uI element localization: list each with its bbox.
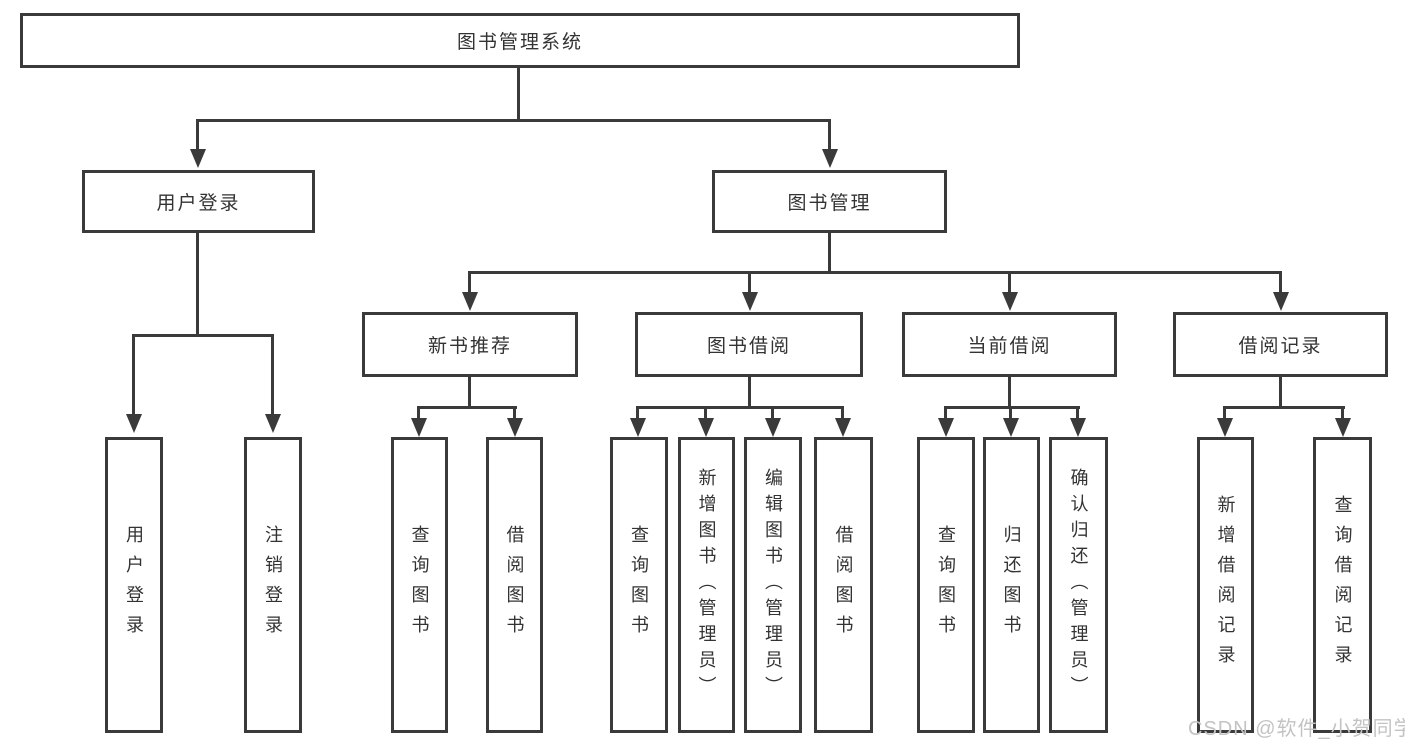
- connector-newrec-trunk: [468, 377, 471, 409]
- leaf-bb-add-books-admin: 新增图书（管理员）: [678, 437, 735, 733]
- leaf-cb-confirm-return-admin: 确认归还（管理员）: [1049, 437, 1108, 733]
- leaf-newrec-borrow-books: 借阅图书: [486, 437, 543, 733]
- connector-arrow-user-login: [196, 119, 199, 149]
- csdn-watermark: CSDN @软件_小贺同学: [1188, 718, 1405, 740]
- connector-arrow-cb-query: [944, 406, 947, 418]
- connector-bookmgmt-hbar: [468, 271, 1282, 274]
- leaf-newrec-query-books: 查询图书: [391, 437, 448, 733]
- node-user-login: 用户登录: [82, 170, 315, 233]
- node-label: 图书管理系统: [456, 32, 583, 53]
- node-book-borrowing: 图书借阅: [635, 312, 863, 377]
- leaf-label: 查询图书: [629, 525, 649, 645]
- connector-arrow-logout-leaf: [271, 334, 274, 414]
- connector-arrow-bb-query: [636, 406, 639, 418]
- connector-arrow-login-leaf: [132, 334, 135, 414]
- leaf-cb-return-books: 归还图书: [983, 437, 1040, 733]
- leaf-user-login: 用户登录: [105, 437, 163, 733]
- connector-arrow-borrow-record: [1279, 271, 1282, 292]
- leaf-bb-query-books: 查询图书: [610, 437, 668, 733]
- node-label: 用户登录: [156, 193, 241, 214]
- connector-arrow-bb-edit: [771, 406, 774, 418]
- leaf-label: 注销登录: [263, 525, 283, 645]
- node-label: 借阅记录: [1238, 336, 1323, 357]
- connector-arrow-cb-confirm: [1076, 406, 1079, 418]
- connector-arrow-new-rec: [468, 271, 471, 292]
- leaf-bb-borrow-books: 借阅图书: [814, 437, 873, 733]
- connector-arrow-br-query: [1341, 406, 1344, 418]
- connector-currentborrow-trunk: [1008, 377, 1011, 409]
- leaf-cb-query-books: 查询图书: [917, 437, 975, 733]
- leaf-label: 查询图书: [409, 525, 430, 645]
- node-borrowing-records: 借阅记录: [1173, 312, 1388, 377]
- connector-userlogin-trunk: [196, 233, 199, 337]
- connector-arrow-bb-borrow: [841, 406, 844, 418]
- leaf-label: 确认归还（管理员）: [1068, 468, 1089, 702]
- leaf-label: 新增图书（管理员）: [696, 468, 717, 702]
- node-label: 图书借阅: [706, 336, 791, 357]
- leaf-label: 借阅图书: [833, 525, 854, 645]
- leaf-label: 查询图书: [936, 525, 956, 645]
- node-book-management: 图书管理: [712, 170, 947, 233]
- connector-currentborrow-hbar: [944, 406, 1080, 409]
- connector-root-hbar: [196, 119, 831, 122]
- connector-arrow-newrec-query: [417, 406, 420, 418]
- connector-newrec-hbar: [417, 406, 517, 409]
- connector-bookborrow-hbar: [636, 406, 844, 409]
- connector-arrow-current-borrow: [1008, 271, 1011, 292]
- connector-bookmgmt-trunk: [828, 233, 831, 274]
- leaf-label: 查询借阅记录: [1332, 495, 1353, 675]
- node-library-management-system: 图书管理系统: [20, 13, 1020, 68]
- leaf-label: 编辑图书（管理员）: [763, 468, 783, 702]
- node-new-book-recommend: 新书推荐: [362, 312, 578, 377]
- connector-borrowrecord-hbar: [1223, 406, 1345, 409]
- connector-borrowrecord-trunk: [1279, 377, 1282, 409]
- connector-userlogin-hbar: [132, 334, 274, 337]
- node-label: 图书管理: [787, 193, 872, 214]
- connector-arrow-cb-return: [1009, 406, 1012, 418]
- connector-arrow-br-add: [1223, 406, 1226, 418]
- node-label: 当前借阅: [967, 336, 1052, 357]
- leaf-br-query-record: 查询借阅记录: [1313, 437, 1372, 733]
- connector-root-trunk: [517, 66, 520, 121]
- leaf-logout: 注销登录: [244, 437, 302, 733]
- connector-arrow-book-borrow: [748, 271, 751, 292]
- leaf-label: 借阅图书: [504, 525, 525, 645]
- leaf-bb-edit-books-admin: 编辑图书（管理员）: [744, 437, 802, 733]
- leaf-label: 新增借阅记录: [1215, 495, 1236, 675]
- connector-arrow-book-mgmt: [828, 119, 831, 149]
- connector-arrow-newrec-borrow: [513, 406, 516, 418]
- leaf-br-add-record: 新增借阅记录: [1197, 437, 1254, 733]
- connector-bookborrow-trunk: [748, 377, 751, 409]
- node-current-borrowing: 当前借阅: [902, 312, 1117, 377]
- node-label: 新书推荐: [427, 336, 512, 357]
- connector-arrow-bb-add: [704, 406, 707, 418]
- leaf-label: 用户登录: [124, 525, 144, 645]
- leaf-label: 归还图书: [1001, 525, 1022, 645]
